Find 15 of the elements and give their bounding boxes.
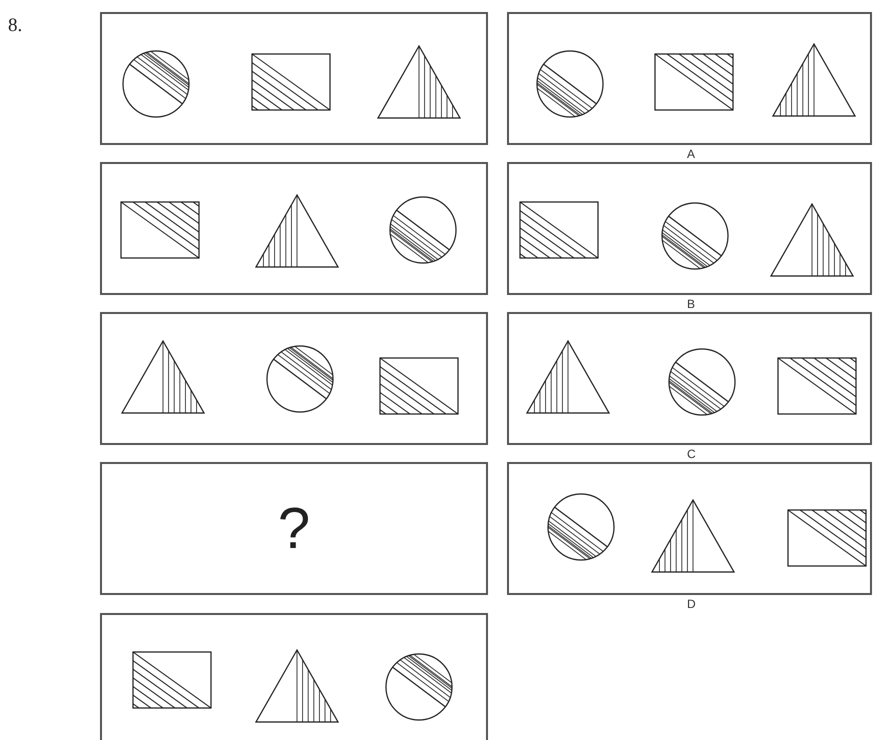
- option-letter: C: [687, 448, 696, 460]
- figure-panel: [100, 12, 488, 145]
- figure-panel: [507, 12, 872, 145]
- figure-panel: [100, 162, 488, 295]
- figure-panel: [100, 462, 488, 595]
- figure-panel: [100, 613, 488, 740]
- option-letter: D: [687, 598, 696, 610]
- figure-panel: [507, 312, 872, 445]
- option-letter: A: [687, 148, 696, 160]
- question-mark: ?: [278, 500, 310, 558]
- figure-panel: [507, 462, 872, 595]
- question-number: 8.: [8, 14, 22, 38]
- figure-panel: [100, 312, 488, 445]
- option-letter: B: [687, 298, 696, 310]
- figure-panel: [507, 162, 872, 295]
